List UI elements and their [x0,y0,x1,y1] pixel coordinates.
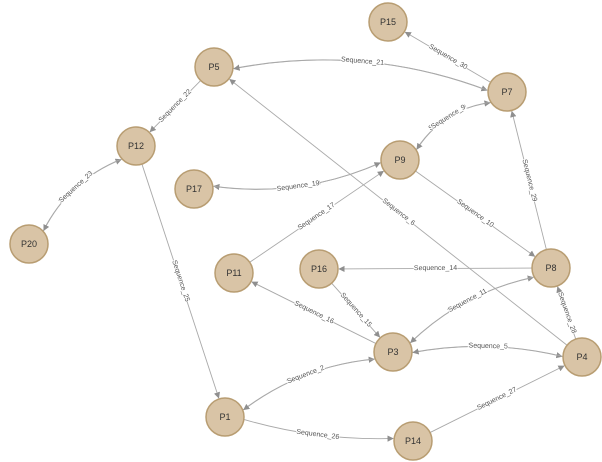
node-p15[interactable]: P15 [368,2,408,42]
edge-label: Sequence_14 [414,265,457,272]
edge-label-background [275,178,321,194]
edge-label-background [169,258,192,304]
node-label: P20 [21,239,37,249]
edge-label-background [454,197,496,231]
node-p5[interactable]: P5 [194,47,234,87]
node-circle[interactable] [214,253,254,293]
node-p4[interactable]: P4 [562,337,602,377]
node-p20[interactable]: P20 [9,224,49,264]
node-p9[interactable]: P9 [380,140,420,180]
node-p14[interactable]: P14 [393,421,433,461]
edge-label: Sequence_15 [339,292,373,329]
edge-label-background [413,263,458,274]
edge-label-background [296,200,338,233]
edge-label: Sequence_25 [170,259,190,302]
node-circle[interactable] [174,169,214,209]
node-label: P7 [501,87,512,97]
node-p8[interactable]: P8 [531,248,571,288]
edge-label: Sequence_2 [286,365,325,386]
edge-label: Sequence_22 [158,88,193,124]
edge-label: Sequence_17 [297,202,337,232]
edge-sequence-11[interactable] [410,276,535,344]
edge-label-background [295,427,340,443]
edge-label-background [446,286,490,316]
node-label: P5 [208,62,219,72]
edge-label: Sequence_9 [430,104,467,131]
node-circle[interactable] [116,126,156,166]
edge-label: Sequence_5 [468,342,508,350]
edge-sequence-2[interactable] [243,358,376,411]
edge-label-background [468,341,509,352]
edge-label-background [475,385,519,413]
node-circle[interactable] [393,421,433,461]
node-label: P8 [545,263,556,273]
node-circle[interactable] [380,140,420,180]
node-label: P9 [394,155,405,165]
edge-label-background [56,169,96,206]
node-circle[interactable] [487,72,527,112]
edge-label-background [426,42,470,73]
node-circle[interactable] [205,397,245,437]
edge-label-background [156,87,194,125]
node-label: P12 [128,141,144,151]
edge-label: Sequence_28 [556,291,577,334]
node-circle[interactable] [9,224,49,264]
edge-label: Sequence_16 [293,300,335,326]
node-label: P4 [576,352,587,362]
node-label: P11 [226,268,241,278]
edge-label-background [337,290,374,330]
edge-label: Sequence_21 [341,56,385,67]
edge-label-background [429,102,468,132]
node-p16[interactable]: P16 [299,249,339,289]
node-circle[interactable] [194,47,234,87]
node-label: P1 [219,412,230,422]
node-circle[interactable] [368,2,408,42]
node-p12[interactable]: P12 [116,126,156,166]
edge-label-background [555,290,579,336]
edge-label: Sequence_27 [476,386,518,412]
node-p1[interactable]: P1 [205,397,245,437]
node-label: P16 [311,264,327,274]
edge-label-background [340,55,385,68]
edge-label: Sequence_6 [381,197,416,227]
node-circle[interactable] [373,332,413,372]
node-circle[interactable] [299,249,339,289]
edge-label-background [292,298,336,327]
edge-sequence-23[interactable] [43,158,123,232]
edge-label: Sequence_11 [447,288,488,314]
node-label: P15 [380,17,396,27]
edge-label: Sequence_30 [428,43,469,71]
node-circle[interactable] [531,248,571,288]
node-label: P3 [387,347,398,357]
node-label: P14 [405,436,421,446]
edge-sequence-3[interactable] [242,356,375,411]
node-label: P17 [186,184,202,194]
edge-label: Sequence_23 [58,170,95,204]
edge-label: Sequence_10 [455,198,494,229]
node-p3[interactable]: P3 [373,332,413,372]
node-p11[interactable]: P11 [214,253,254,293]
edge-label-background [379,196,417,229]
node-p7[interactable]: P7 [487,72,527,112]
edge-label-background [519,158,539,203]
edge-sequence-12[interactable] [409,275,534,344]
node-circle[interactable] [562,337,602,377]
node-p17[interactable]: P17 [174,169,214,209]
edge-label-background [285,363,327,387]
edge-sequence-24[interactable] [42,158,122,232]
